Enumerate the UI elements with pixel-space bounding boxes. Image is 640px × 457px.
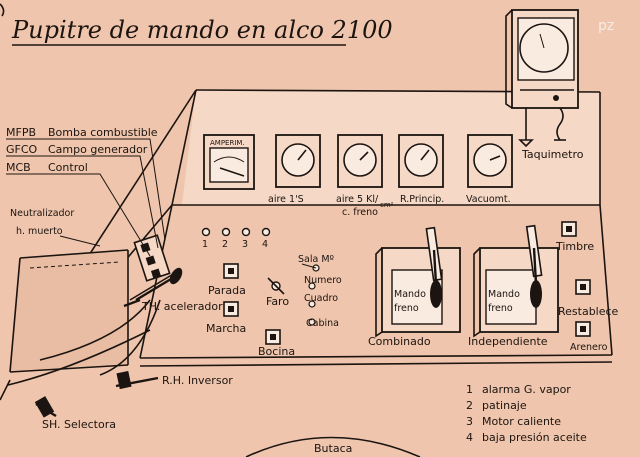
restablece-button[interactable] (575, 279, 591, 295)
left-leaders (6, 138, 166, 257)
label-mfpb-code: MFPB (6, 126, 36, 139)
bocina-label: Bocina (258, 345, 295, 358)
arenero-button[interactable] (575, 321, 591, 337)
gauge-vacuometro-label: Vacuomt. (466, 194, 511, 205)
gauge-amperimetro: AMPERIM. (203, 134, 255, 190)
alarm-lights (201, 227, 271, 237)
gauge-r-princip-label: R.Princip. (400, 194, 444, 205)
marcha-button[interactable] (223, 301, 239, 317)
label-gfco-code: GFCO (6, 143, 38, 156)
legend-text-1: alarma G. vapor (482, 383, 571, 396)
throttle-lever[interactable] (123, 266, 185, 308)
parada-label: Parada (208, 284, 246, 297)
mando-freno-2a: Mando (488, 289, 520, 300)
label-mfpb-name: Bomba combustible (48, 126, 158, 139)
arenero-label: Arenero (570, 342, 608, 353)
switch-block (133, 234, 171, 282)
numero-label: Numero (304, 275, 342, 286)
throttle-label: TH. acelerador (141, 300, 223, 313)
timbre-button[interactable] (561, 221, 577, 237)
faro-switch[interactable] (267, 277, 285, 295)
legend-text-3: Motor caliente (482, 415, 561, 428)
gauge-aire-5 (337, 134, 383, 188)
selectora-label: SH. Selectora (42, 418, 116, 431)
label-hombre-muerto: h. muerto (16, 226, 63, 237)
gauge-vacuometro (467, 134, 513, 188)
inversor-lever[interactable] (115, 370, 159, 390)
page-title: Pupitre de mando en alco 2100 (11, 16, 393, 44)
marcha-label: Marcha (206, 322, 246, 335)
selectora-lever[interactable] (34, 396, 57, 418)
gauge-aire-5-label-2: c. freno (342, 207, 378, 218)
gauge-r-princip (398, 134, 444, 188)
butaca-label: Butaca (314, 442, 352, 455)
light-selector[interactable] (301, 263, 320, 326)
legend-num-4: 4 (466, 431, 473, 444)
taquimetro-label: Taquimetro (521, 148, 584, 161)
label-gfco-name: Campo generador (48, 143, 148, 156)
legend-text-4: baja presión aceite (482, 431, 587, 444)
timbre-label: Timbre (555, 240, 594, 253)
label-mcb-name: Control (48, 161, 88, 174)
gauge-aire-1-label: aire 1'S (268, 194, 304, 205)
gauge-aire-5-unit: cm² (380, 201, 394, 209)
mando-freno-1a: Mando (394, 289, 426, 300)
restablece-label: Restablece (558, 305, 619, 318)
alarm-light-1: 1 (202, 239, 208, 250)
label-neutralizador: Neutralizador (10, 208, 74, 219)
corner-mark (0, 3, 5, 17)
independiente-label: Independiente (468, 335, 548, 348)
brake-combinado[interactable] (375, 226, 461, 338)
combinado-label: Combinado (368, 335, 431, 348)
legend-num-3: 3 (466, 415, 473, 428)
cuadro-label: Cuadro (304, 293, 338, 304)
taquimetro (505, 9, 579, 148)
inversor-label: R.H. Inversor (162, 374, 233, 387)
alarm-light-2: 2 (222, 239, 228, 250)
legend-num-2: 2 (466, 399, 473, 412)
brake-independiente[interactable] (473, 224, 559, 338)
alarm-light-3: 3 (242, 239, 248, 250)
amperimetro-label: AMPERIM. (210, 139, 245, 147)
legend-num-1: 1 (466, 383, 473, 396)
bocina-button[interactable] (265, 329, 281, 345)
alarm-light-4: 4 (262, 239, 268, 250)
gauge-aire-1 (275, 134, 321, 188)
gauge-aire-5-label: aire 5 Kl/ (336, 194, 379, 205)
faro-label: Faro (266, 295, 289, 308)
sala-label: Sala Mº (298, 254, 335, 265)
watermark: pz (598, 18, 614, 34)
cabina-label: Cabina (306, 318, 339, 329)
butaca-outline (245, 436, 421, 457)
legend-text-2: patinaje (482, 399, 527, 412)
mando-freno-2b: freno (488, 303, 513, 314)
mando-freno-1b: freno (394, 303, 419, 314)
legend: 1 alarma G. vapor 2 patinaje 3 Motor cal… (466, 383, 587, 444)
label-mcb-code: MCB (6, 161, 31, 174)
parada-button[interactable] (223, 263, 239, 279)
